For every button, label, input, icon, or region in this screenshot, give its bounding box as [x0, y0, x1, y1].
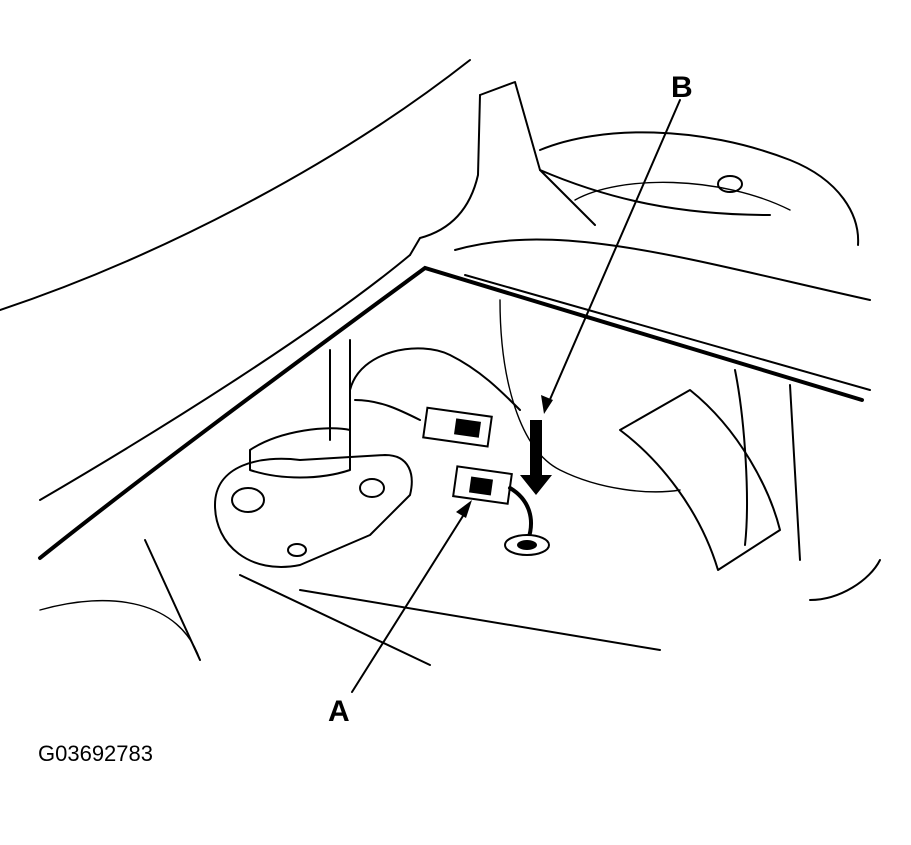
removal-arrow [520, 420, 552, 495]
body-panel-upper-curve [0, 59, 471, 311]
strut-front [329, 339, 351, 441]
lower-floor-edge [144, 539, 661, 666]
lower-connector-lock [468, 476, 494, 496]
upper-connector-lock [454, 418, 481, 438]
body-panel-inner-curve [39, 254, 411, 501]
upper-harness-2 [354, 399, 421, 421]
leader-arrowhead-b [541, 395, 553, 414]
leader-arrowhead-a [456, 500, 472, 518]
bracket-bolt [287, 543, 307, 557]
leader-line-a [351, 507, 469, 693]
spare-well-inner [574, 181, 791, 211]
bracket-hole-left [231, 487, 265, 513]
right-wall [734, 369, 881, 601]
lower-left-curve [39, 600, 201, 661]
bracket-hole-right [359, 478, 385, 498]
callout-label-a: A [328, 695, 350, 728]
strut-base [249, 427, 351, 479]
callout-label-b: B [671, 71, 693, 104]
mount-bracket [214, 454, 413, 568]
upper-harness [349, 347, 521, 411]
trim-flap [619, 389, 781, 571]
upper-floor-ridge [454, 238, 871, 301]
grommet-inner [517, 540, 537, 550]
panel-corner-flange [409, 94, 481, 256]
panel-fold [539, 169, 771, 216]
mount-hole [717, 175, 743, 193]
lower-harness [508, 486, 533, 542]
figure-id: G03692783 [38, 741, 153, 766]
upper-floor-ridge-2 [464, 274, 871, 391]
inner-wall-curve [499, 299, 681, 493]
panel-top-edge [479, 81, 596, 226]
spare-well-outline [539, 131, 860, 246]
leader-line-b [547, 99, 681, 405]
body-panel-edge [38, 265, 864, 560]
